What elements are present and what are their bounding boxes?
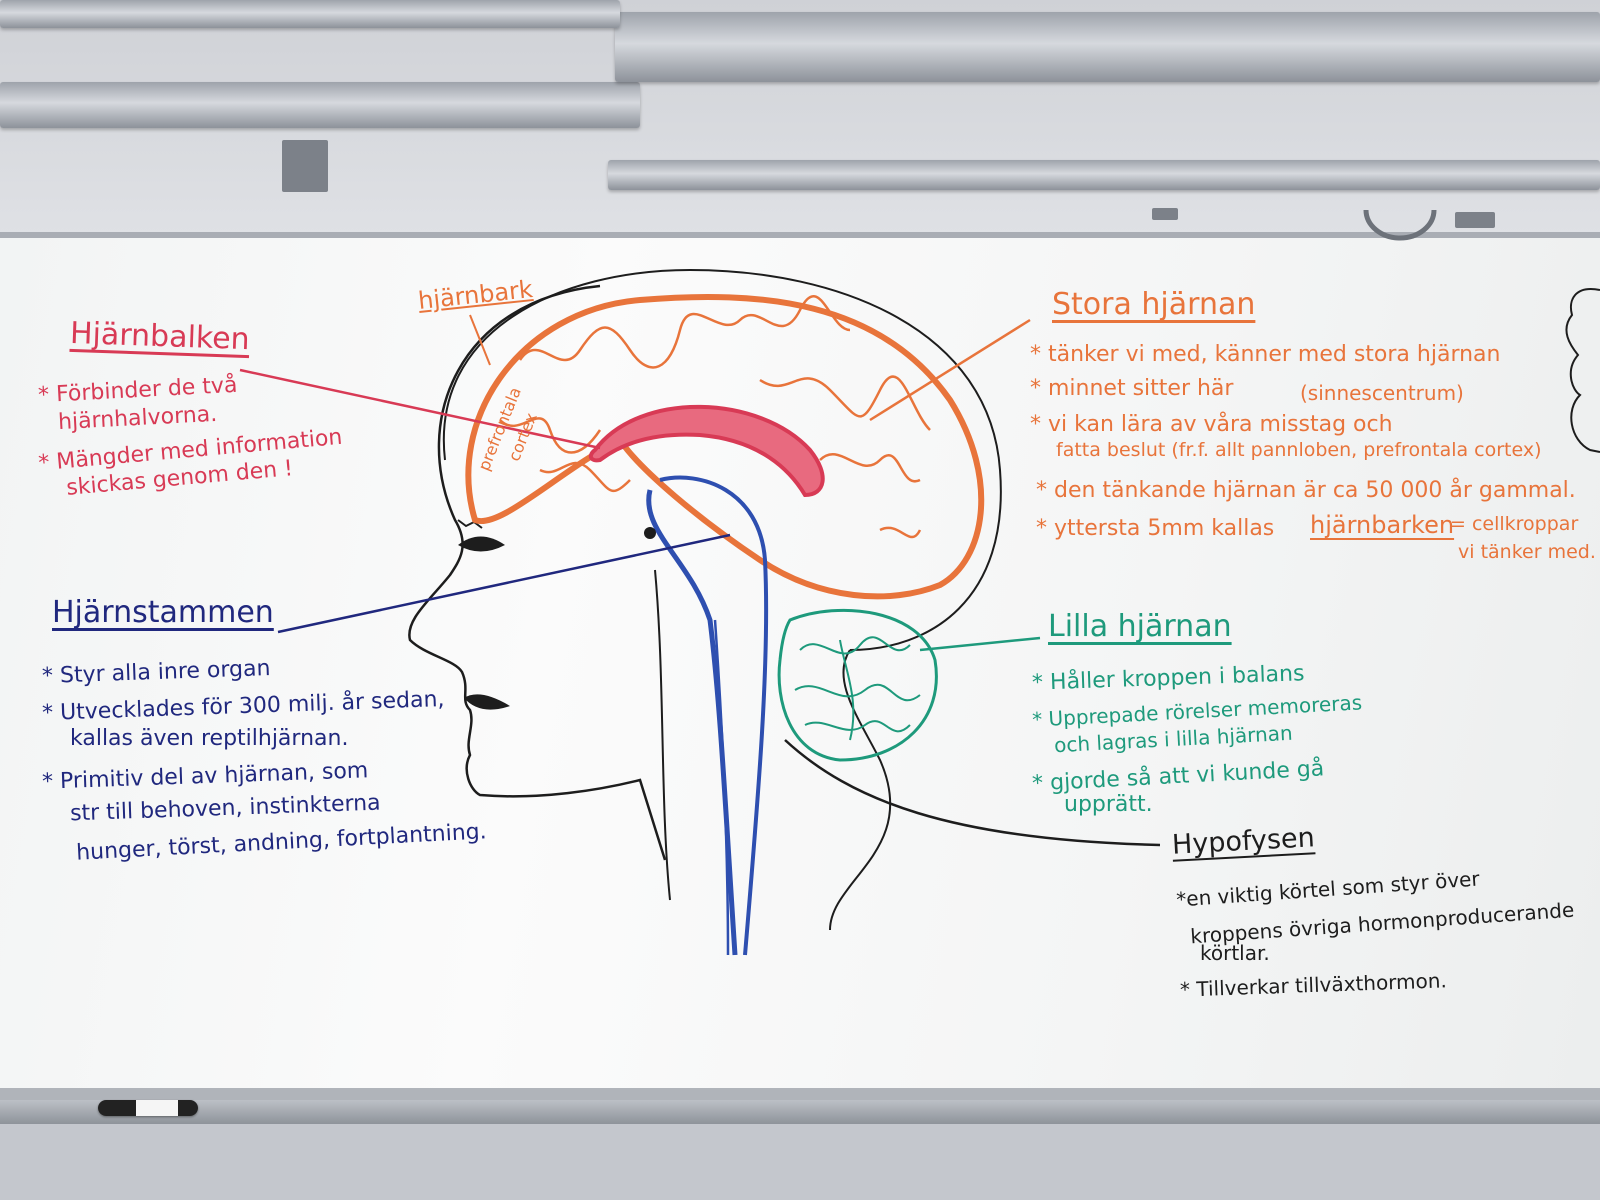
leader-stora-hjarnan <box>869 318 1031 422</box>
stora-hjarnan-line-1: * tänker vi med, känner med stora hjärna… <box>1030 342 1501 367</box>
corpus-callosum <box>588 404 825 498</box>
brain-stem-back <box>659 475 769 956</box>
projector-screen-housing <box>615 12 1600 82</box>
stora-hjarnan-line-7: * yttersta 5mm kallas <box>1036 516 1275 541</box>
leader-hjarnbark <box>469 314 491 366</box>
stora-hjarnan-line-6: * den tänkande hjärnan är ca 50 000 år g… <box>1036 478 1576 503</box>
stora-hjarnan-line-2: * minnet sitter här <box>1030 376 1234 401</box>
leader-hjarnbalken <box>239 368 601 450</box>
stora-hjarnan-line-10: vi tänker med. <box>1458 541 1596 563</box>
cerebellum <box>777 608 938 762</box>
cerebellum-folds <box>794 636 921 741</box>
hjarnstammen-title: Hjärnstammen <box>52 595 274 630</box>
neck-front <box>654 569 671 901</box>
cerebrum-cortex <box>465 293 985 600</box>
stora-hjarnan-line-9: = cellkroppar <box>1450 513 1579 535</box>
wall-below-board <box>0 1124 1600 1200</box>
hypofysen-line-3: körtlar. <box>1200 941 1270 965</box>
lilla-hjarnan-title: Lilla hjärnan <box>1048 609 1232 644</box>
head-outline <box>408 284 667 861</box>
back-of-neck <box>829 649 892 931</box>
rail-bracket <box>282 140 328 192</box>
hjarnstammen-line-3: kallas även reptilhjärnan. <box>70 726 349 751</box>
ceiling-rail-left <box>0 82 640 128</box>
board-clip <box>1152 208 1178 220</box>
pituitary-gland <box>644 527 656 539</box>
eyebrow <box>457 519 483 529</box>
stora-hjarnan-line-8: hjärnbarken <box>1310 511 1455 539</box>
lips <box>464 694 510 710</box>
stora-hjarnan-line-4: * vi kan lära av våra misstag och <box>1030 412 1393 437</box>
leader-lilla-hjarnan <box>919 636 1041 652</box>
stora-hjarnan-line-3: (sinnescentrum) <box>1300 381 1464 405</box>
cortex-folds <box>499 295 931 539</box>
leader-hypofysen <box>784 739 1161 847</box>
skull-outline <box>442 268 1002 651</box>
board-clip <box>1455 212 1495 228</box>
ceiling-rail-top <box>0 0 620 28</box>
cut-off-cloud-note <box>1565 288 1600 453</box>
eye <box>458 536 505 552</box>
stora-hjarnan-title: Stora hjärnan <box>1052 287 1256 322</box>
brain-stem <box>646 489 738 956</box>
spinal-cord <box>713 619 730 956</box>
lilla-hjarnan-line-5: upprätt. <box>1064 792 1153 817</box>
whiteboard-marker[interactable] <box>98 1100 198 1116</box>
leader-hjarnstammen <box>277 533 731 634</box>
hjarnbalken-title: Hjärnbalken <box>69 315 251 358</box>
pull-ring <box>1363 209 1437 241</box>
projector-screen-rail <box>608 160 1600 190</box>
stora-hjarnan-line-5: fatta beslut (fr.f. allt pannloben, pref… <box>1056 439 1542 461</box>
marker-tray <box>0 1100 1600 1124</box>
